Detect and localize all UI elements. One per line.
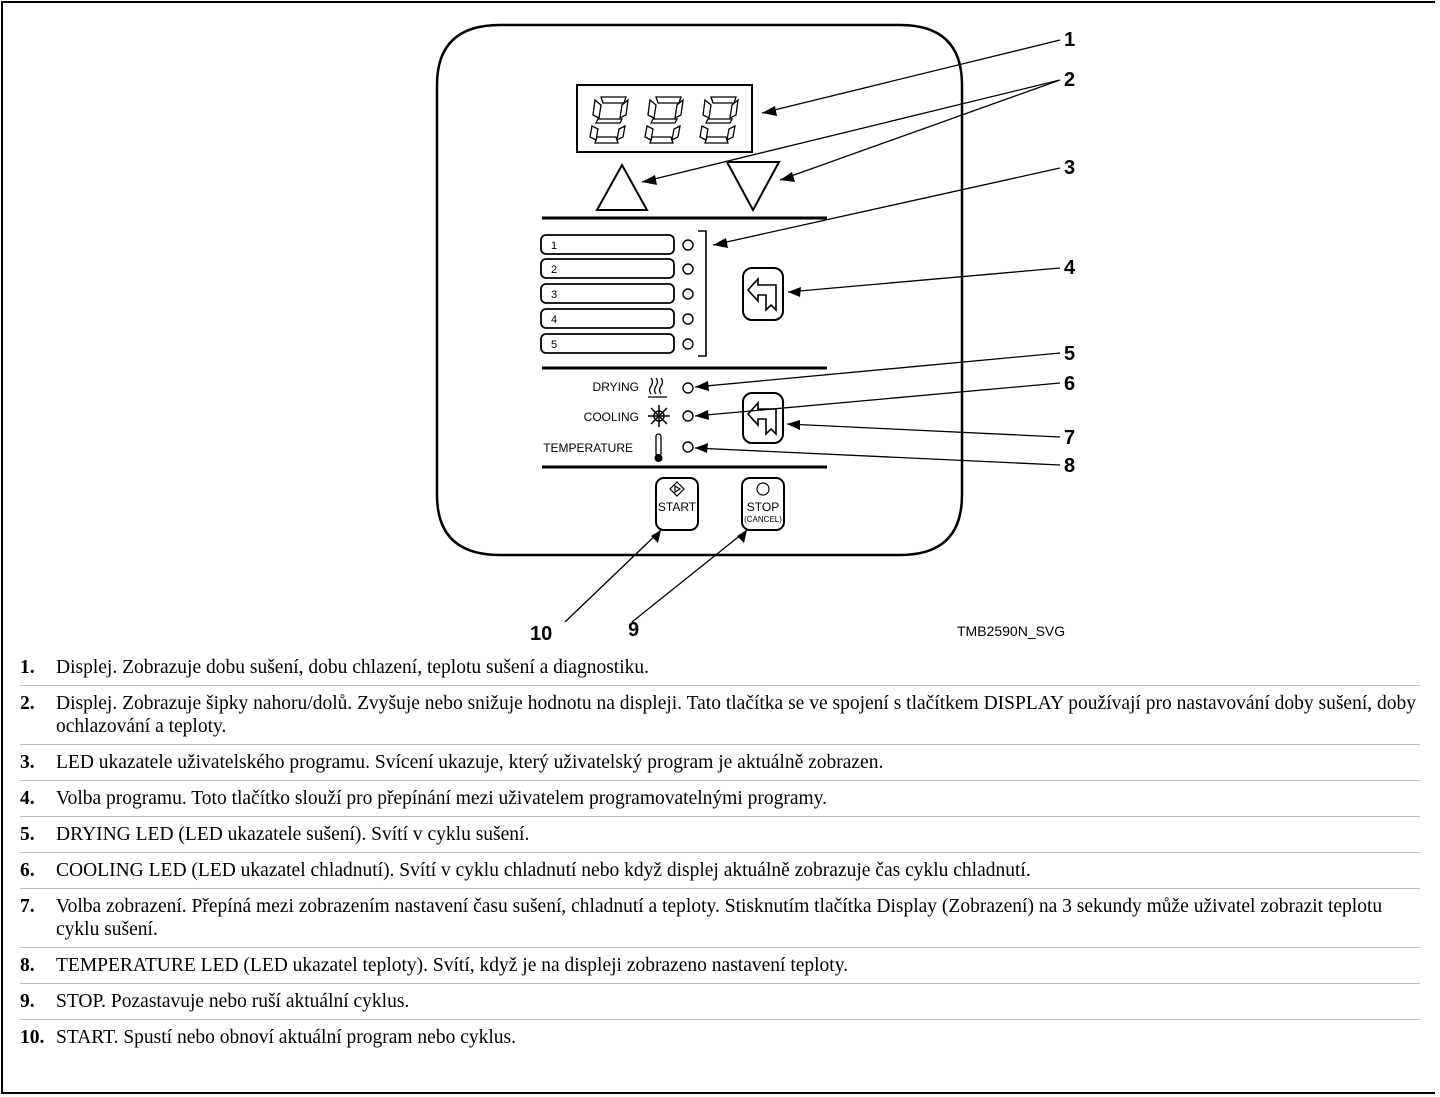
legend-text: START. Spustí nebo obnoví aktuální progr… bbox=[56, 1027, 516, 1048]
callout-4: 4 bbox=[1064, 257, 1076, 279]
drying-label: DRYING bbox=[593, 380, 639, 394]
stop-label: STOP bbox=[747, 500, 779, 514]
cooling-led bbox=[682, 410, 694, 422]
program-button-label: 2 bbox=[551, 264, 557, 276]
legend-item: 4. Volba programu. Toto tlačítko slouží p… bbox=[20, 781, 1420, 817]
callout-9: 9 bbox=[628, 619, 639, 641]
program-led bbox=[682, 288, 694, 300]
legend-number: 10. bbox=[20, 1027, 45, 1048]
program-button-1[interactable] bbox=[540, 234, 675, 255]
start-label: START bbox=[658, 500, 697, 514]
figure-id: TMB2590N_SVG bbox=[957, 623, 1065, 639]
program-button-label: 5 bbox=[551, 339, 557, 351]
legend-text: STOP. Pozastavuje nebo ruší aktuální cyk… bbox=[56, 991, 410, 1012]
panel-outline bbox=[435, 23, 964, 557]
program-button-label: 1 bbox=[551, 240, 557, 252]
callout-1: 1 bbox=[1064, 29, 1075, 51]
seven-segment-display bbox=[576, 84, 753, 153]
legend-number: 6. bbox=[20, 860, 35, 881]
callout-2: 2 bbox=[1064, 69, 1075, 91]
legend-item: 10. START. Spustí nebo obnoví aktuální pr… bbox=[20, 1020, 1420, 1055]
callout-8: 8 bbox=[1064, 455, 1075, 477]
display-select-button[interactable] bbox=[742, 392, 784, 444]
control-panel-diagram: 1 2 3 4 5 DRYING COOLING bbox=[435, 23, 1076, 645]
start-button[interactable]: START bbox=[655, 477, 699, 531]
legend-number: 5. bbox=[20, 824, 35, 845]
status-led-group: DRYING COOLING TEMPERATURE bbox=[543, 377, 694, 462]
legend-number: 9. bbox=[20, 991, 35, 1012]
legend-item: 5. DRYING LED (LED ukazatele sušení). Sví… bbox=[20, 817, 1420, 853]
program-button-3[interactable] bbox=[540, 283, 675, 304]
heat-waves-icon bbox=[648, 377, 667, 398]
thermometer-icon bbox=[654, 433, 663, 462]
program-led bbox=[682, 313, 694, 325]
program-button-2[interactable] bbox=[540, 258, 675, 279]
program-led bbox=[682, 263, 694, 275]
up-arrow-button[interactable] bbox=[595, 162, 649, 211]
legend-number: 4. bbox=[20, 788, 35, 809]
leader-lines bbox=[564, 39, 1061, 623]
callout-7: 7 bbox=[1064, 427, 1075, 449]
digit-icon bbox=[589, 96, 629, 144]
legend-number: 1. bbox=[20, 657, 35, 678]
down-arrow-button[interactable] bbox=[725, 161, 781, 213]
temperature-led bbox=[682, 441, 694, 453]
legend-number: 3. bbox=[20, 752, 35, 773]
program-button-4[interactable] bbox=[540, 308, 675, 329]
led-bracket bbox=[698, 230, 707, 357]
cooling-label: COOLING bbox=[584, 410, 639, 424]
program-button-list: 1 2 3 4 5 bbox=[540, 234, 675, 354]
drying-led bbox=[682, 382, 694, 394]
callout-3: 3 bbox=[1064, 157, 1075, 179]
legend-number: 8. bbox=[20, 955, 35, 976]
program-led bbox=[682, 338, 694, 350]
digit-icon bbox=[644, 96, 684, 144]
legend-text: Displej. Zobrazuje dobu sušení, dobu chl… bbox=[56, 657, 650, 678]
select-arrow-icon bbox=[746, 276, 777, 312]
legend-item: 9. STOP. Pozastavuje nebo ruší aktuální c… bbox=[20, 984, 1420, 1020]
stop-sublabel: (CANCEL) bbox=[744, 515, 782, 524]
legend-number: 2. bbox=[20, 693, 35, 714]
legend-item: 1. Displej. Zobrazuje dobu sušení, dobu c… bbox=[20, 650, 1420, 686]
stop-circle-icon bbox=[756, 482, 770, 496]
callout-10: 10 bbox=[530, 623, 552, 645]
start-diamond-icon bbox=[669, 481, 685, 497]
leader-arrowheads bbox=[642, 106, 801, 543]
legend-text: Volba programu. Toto tlačítko slouží pro… bbox=[56, 788, 828, 809]
program-button-label: 3 bbox=[551, 289, 557, 301]
legend-item: 7. Volba zobrazení. Přepíná mezi zobrazen… bbox=[20, 889, 1420, 948]
legend-text: TEMPERATURE LED (LED ukazatel teploty). … bbox=[56, 955, 849, 976]
legend-text: LED ukazatele uživatelského programu. Sv… bbox=[56, 752, 884, 773]
legend-item: 8. TEMPERATURE LED (LED ukazatel teploty)… bbox=[20, 948, 1420, 984]
program-button-5[interactable] bbox=[540, 333, 675, 354]
legend-item: 2. Displej. Zobrazuje šipky nahoru/dolů. … bbox=[20, 686, 1420, 745]
legend-text: DRYING LED (LED ukazatele sušení). Svítí… bbox=[56, 824, 530, 845]
program-led bbox=[682, 239, 694, 251]
program-button-label: 4 bbox=[551, 314, 557, 326]
callout-5: 5 bbox=[1064, 343, 1075, 365]
stop-button[interactable]: STOP (CANCEL) bbox=[741, 477, 785, 531]
legend-item: 3. LED ukazatele uživatelského programu. … bbox=[20, 745, 1420, 781]
digit-icon bbox=[699, 96, 739, 144]
legend-number: 7. bbox=[20, 896, 35, 917]
legend-text: Volba zobrazení. Přepíná mezi zobrazením… bbox=[56, 896, 1383, 940]
legend-list: 1. Displej. Zobrazuje dobu sušení, dobu c… bbox=[20, 650, 1420, 1055]
legend-item: 6. COOLING LED (LED ukazatel chladnutí). … bbox=[20, 853, 1420, 889]
select-arrow-icon bbox=[746, 400, 777, 436]
snowflake-sun-icon bbox=[648, 405, 670, 427]
program-led-list bbox=[682, 239, 694, 350]
temperature-label: TEMPERATURE bbox=[543, 441, 633, 455]
callout-6: 6 bbox=[1064, 373, 1075, 395]
program-select-button[interactable] bbox=[742, 267, 784, 321]
legend-text: Displej. Zobrazuje šipky nahoru/dolů. Zv… bbox=[56, 693, 1416, 737]
legend-text: COOLING LED (LED ukazatel chladnutí). Sv… bbox=[56, 860, 1031, 881]
